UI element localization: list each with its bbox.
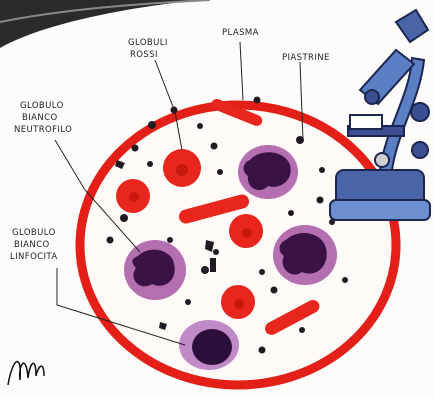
microscope-icon <box>330 10 430 220</box>
label-globuli: GLOBULI <box>128 38 168 48</box>
lymphocyte <box>179 320 239 370</box>
neutrophil <box>238 145 298 199</box>
label-plasma: PLASMA <box>222 28 259 38</box>
red-cell-center <box>129 192 139 202</box>
red-cell-center <box>234 299 244 309</box>
neutrophil <box>273 225 337 285</box>
label-globulo-1: GLOBULO <box>20 101 64 111</box>
signature-mark <box>8 361 44 385</box>
label-bianco-2: BIANCO <box>14 240 50 250</box>
label-linfocita: LINFOCITA <box>10 252 58 262</box>
label-rossi: ROSSI <box>130 50 158 60</box>
neutrophil <box>124 240 186 300</box>
label-bianco-1: BIANCO <box>22 113 58 123</box>
leader-plasma <box>240 42 243 100</box>
red-cell-center <box>242 228 252 238</box>
label-piastrine: PIASTRINE <box>282 53 330 63</box>
nucleus <box>192 329 232 365</box>
label-neutrofilo: NEUTROFILO <box>14 125 72 135</box>
red-cell-center <box>176 164 188 176</box>
label-globulo-2: GLOBULO <box>12 228 56 238</box>
